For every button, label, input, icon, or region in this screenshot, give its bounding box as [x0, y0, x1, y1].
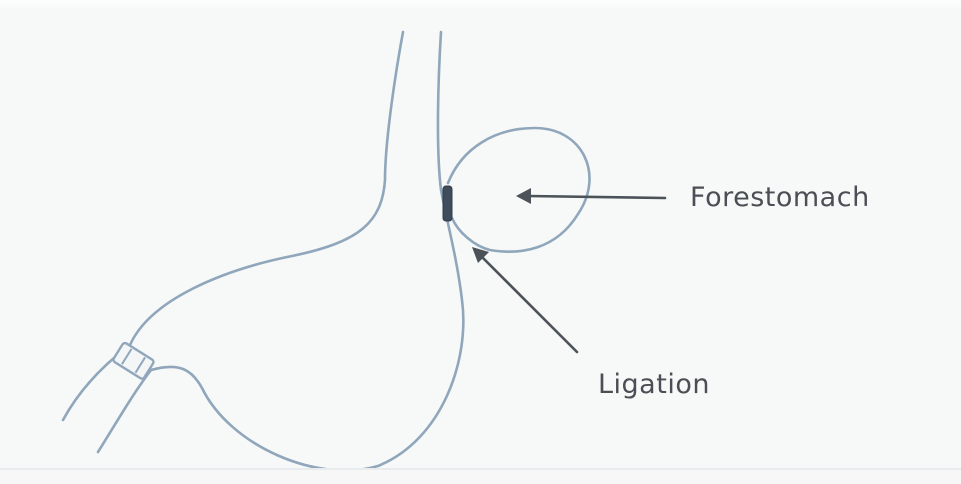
- forestomach-label: Forestomach: [690, 182, 870, 213]
- ligation-arrow: [472, 247, 577, 352]
- ligation-label: Ligation: [598, 369, 710, 400]
- stomach-outer-wall: [130, 32, 403, 345]
- bottom-edge: [0, 468, 961, 484]
- duodenum-lower-wall: [98, 370, 151, 452]
- forestomach-outline: [448, 128, 590, 252]
- ligation-mark: [443, 186, 452, 221]
- forestomach-arrow: [516, 188, 665, 204]
